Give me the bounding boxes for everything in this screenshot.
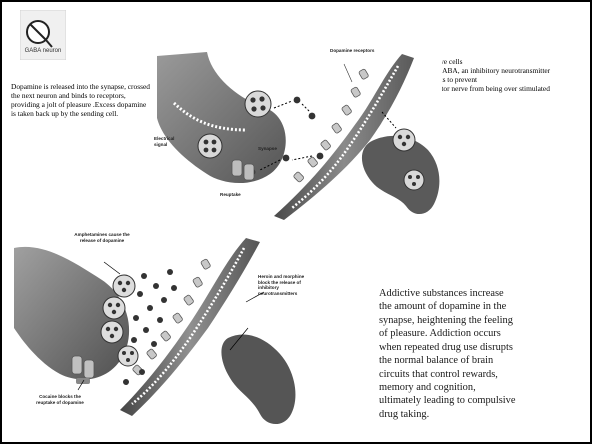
label-line-receptors xyxy=(344,64,352,82)
drug-effects-diagram: Amphetamines cause the release of dopami… xyxy=(14,232,316,430)
label-synapse: Synapse xyxy=(258,146,288,152)
label-dopamine-receptors: Dopamine receptors xyxy=(330,48,376,54)
vesicle xyxy=(101,321,123,343)
dopamine-release-text: Dopamine is released into the synapse, c… xyxy=(11,82,151,118)
vesicle xyxy=(103,297,125,319)
gaba-vesicle xyxy=(393,129,415,151)
label-heroin-morphine: Heroin and morphine block the release of… xyxy=(258,274,316,296)
vesicle xyxy=(198,134,222,158)
logo-label: GABA neuron xyxy=(20,48,66,54)
inhibitory-neuron xyxy=(221,335,295,425)
addictive-substances-text: Addictive substances increase the amount… xyxy=(379,287,517,421)
sending-neuron-terminal xyxy=(157,52,286,183)
gaba-neuron-logo: GABA neuron xyxy=(20,10,66,60)
label-cocaine: Cocaine blocks the reuptake of dopamine xyxy=(32,394,88,405)
gaba-vesicle xyxy=(404,170,424,190)
vesicle xyxy=(245,91,271,117)
label-reuptake: Reuptake xyxy=(220,192,250,198)
vesicle xyxy=(113,275,135,297)
vesicle xyxy=(118,346,138,366)
synapse-diagram: Dopamine receptors Electrical signal Syn… xyxy=(152,48,442,224)
label-electrical-signal: Electrical signal xyxy=(154,136,184,147)
label-amphetamines: Amphetamines cause the release of dopami… xyxy=(70,232,134,243)
synapse-illustration xyxy=(152,48,442,224)
